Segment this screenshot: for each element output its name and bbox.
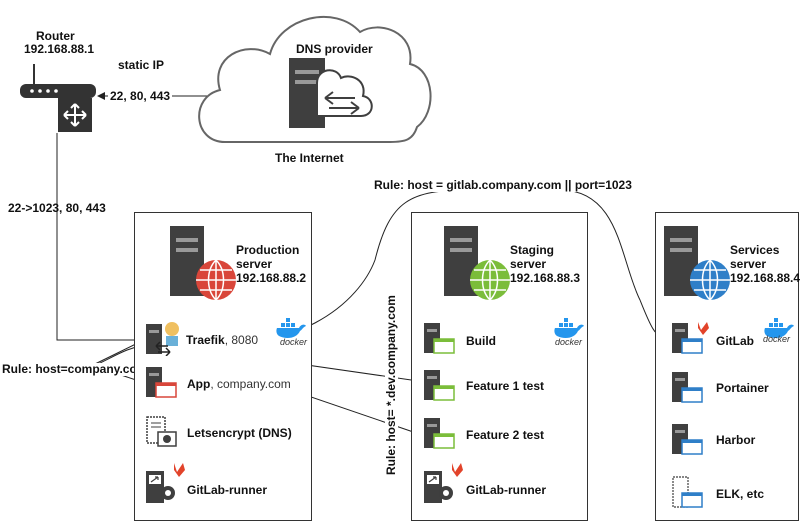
harbor-label: Harbor (716, 433, 756, 447)
production-runner-label: GitLab-runner (187, 483, 267, 497)
static-ip-label: static IP (118, 58, 165, 72)
letsencrypt-label: Letsencrypt (DNS) (187, 426, 292, 440)
staging-title-1: Staging (510, 243, 554, 257)
gitlab-label: GitLab (716, 334, 754, 348)
feature1-container-icon (424, 370, 455, 401)
traefik-label: Traefik, 8080 (186, 334, 258, 347)
staging-server-icon (444, 226, 510, 301)
services-docker-label: docker (763, 334, 791, 344)
router-title: Router (36, 29, 75, 43)
docker-logo-icon (276, 318, 306, 339)
app-label: App, company.com (187, 378, 291, 391)
internet-label: The Internet (275, 151, 344, 165)
feature2-label: Feature 2 test (466, 428, 545, 442)
services-title-2: server (730, 257, 767, 271)
feature2-container-icon (424, 418, 455, 449)
production-title-1: Production (236, 243, 300, 257)
elk-label: ELK, etc (716, 487, 765, 501)
app-name: App (187, 377, 211, 391)
build-label: Build (466, 334, 496, 348)
production-server-box (134, 212, 312, 521)
services-title-1: Services (730, 243, 780, 257)
portainer-label: Portainer (716, 381, 769, 395)
staging-ip: 192.168.88.3 (510, 271, 581, 285)
harbor-container-icon (672, 424, 703, 455)
production-title-2: server (236, 257, 273, 271)
traefik-port: , 8080 (224, 333, 259, 347)
router-ports-label: 22, 80, 443 (108, 89, 173, 103)
services-ip: 192.168.88.4 (730, 271, 800, 285)
staging-docker-logo-icon (554, 318, 584, 339)
production-server-icon (170, 226, 236, 301)
portainer-container-icon (672, 372, 703, 403)
production-ip: 192.168.88.2 (236, 271, 307, 285)
build-container-icon (424, 323, 455, 354)
dns-server-icon (289, 58, 373, 128)
router-to-traefik-line (56, 133, 143, 344)
dev-rule-label: Rule: host= *.dev.company.com (384, 292, 398, 478)
traefik-name: Traefik (186, 333, 225, 347)
gitlab-runner-icon (146, 463, 185, 503)
staging-docker-label: docker (555, 337, 583, 347)
staging-runner-label: GitLab-runner (466, 483, 546, 497)
app-domain: , company.com (210, 377, 291, 391)
staging-title-2: server (510, 257, 547, 271)
wan-forward-label: 22->1023, 80, 443 (8, 201, 106, 215)
docker-label: docker (280, 337, 308, 347)
router-icon (20, 64, 96, 132)
feature1-label: Feature 1 test (466, 379, 545, 393)
gitlab-container-icon (672, 322, 709, 354)
app-container-icon (146, 367, 177, 398)
gitlab-rule-label: Rule: host = gitlab.company.com || port=… (372, 178, 634, 192)
services-docker-logo-icon (764, 318, 794, 339)
staging-gitlab-runner-icon (424, 463, 463, 503)
company-rule-label: Rule: host=company.com (2, 362, 148, 376)
dns-provider-label: DNS provider (296, 42, 373, 56)
elk-container-icon (672, 476, 703, 508)
services-server-icon (664, 226, 730, 301)
router-ip: 192.168.88.1 (24, 42, 95, 56)
traefik-icon (146, 322, 179, 356)
certificate-icon (146, 416, 177, 447)
